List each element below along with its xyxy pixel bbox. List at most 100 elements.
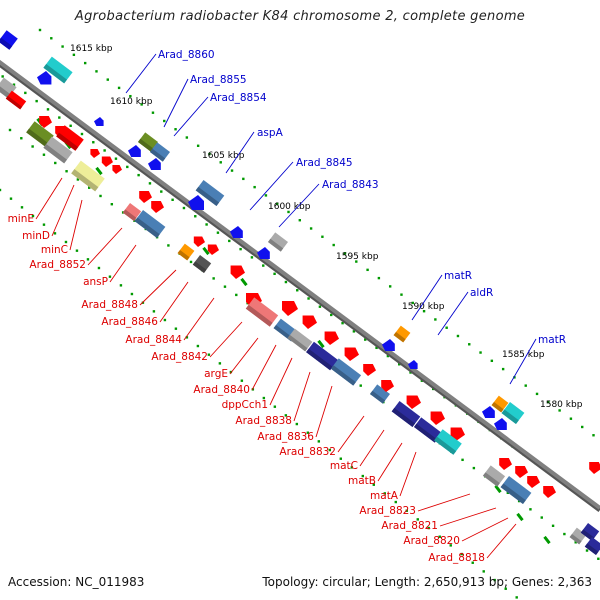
track-dot [540,516,543,519]
gene-label-forward: matR [444,270,472,282]
feature-body [43,136,73,164]
feature-shade [569,533,582,545]
leader-line [183,297,215,341]
track-dot [445,326,448,329]
feature-shade [122,209,137,222]
scale-label: 1590 kbp [402,302,445,312]
leader-line [509,338,537,385]
feature-box [482,465,506,487]
track-dot [343,252,347,255]
track-dot [223,285,227,288]
track-dot [240,379,244,382]
track-dot [350,466,354,469]
feature-arrow [543,486,556,498]
track-dot [216,231,220,234]
track-dot [239,247,242,251]
leader-line [439,507,497,527]
feature-body [245,297,279,327]
gene-label-forward: Arad_8860 [158,49,215,61]
gene-label-forward: Arad_8843 [322,179,379,191]
track-dot [296,289,299,292]
track-dot [364,338,367,341]
feature-arrow [499,458,512,470]
track-dot [547,400,550,404]
feature-shade [0,85,11,99]
feature-arrow [408,360,418,369]
track-dot [46,108,50,111]
track-dot [171,198,174,202]
feature-body [134,209,166,239]
feature-body [150,142,170,162]
feature-body [287,328,313,352]
track-dot [196,144,200,147]
track-dot [372,483,375,486]
track-dot [152,310,156,313]
feature-arrow [450,427,465,441]
feature-arrow [101,156,113,167]
track-dot [103,149,106,152]
track-dot [506,491,510,495]
feature-arrow [527,476,540,488]
track-dot [108,275,112,278]
feature-body [26,121,54,147]
feature-shade [0,37,13,50]
track-dot [196,344,200,348]
feature-box [245,297,279,327]
track-dot [377,276,381,280]
feature-box [122,202,142,222]
feature-shade [501,409,519,425]
track-dot [31,214,35,218]
track-dot [151,111,155,114]
track-dot [114,157,118,160]
track-dot [80,132,84,136]
track-dot [137,173,140,177]
feature-box [43,136,73,164]
track-dot [284,280,288,284]
feature-shade [71,169,99,192]
track-dot [524,384,527,387]
track-dot [597,557,600,560]
track-dot [482,570,485,573]
track-dot [140,103,143,106]
track-dot [53,232,57,235]
feature-box [501,401,525,425]
track-dot [472,466,476,470]
track-dot [456,334,460,338]
track-dot [251,388,255,391]
track-dot [535,392,539,396]
scale-label: 1610 kbp [110,97,153,107]
leader-line [486,523,517,559]
track-dot [307,297,310,300]
leader-line [249,161,294,211]
track-dot [332,243,335,247]
track-dot [42,153,46,156]
track-dot [449,544,452,547]
feature-box [177,243,195,261]
feature-arrow [381,380,394,392]
feature-shade [414,423,438,443]
track-dot [218,362,222,365]
gene-label-reverse: minE [8,213,34,225]
track-dot [160,190,163,193]
track-dot [501,367,505,371]
track-dot [504,587,507,590]
feature-body [43,56,73,84]
scale-label: 1595 kbp [336,252,379,262]
track-dot [174,327,178,330]
feature-box [5,90,27,110]
track-dot [208,152,211,156]
track-dot [129,94,132,98]
gene-label-reverse: Arad_8842 [151,351,208,363]
track-dot [163,318,167,322]
feature-shade [5,95,23,110]
feature-box [434,429,462,455]
feature-shade [150,148,166,162]
feature-arrow [94,117,104,126]
feature-shade [580,529,595,542]
track-dot [558,409,561,412]
track-dot [422,309,426,313]
track-dot [273,272,276,276]
gene-label-forward: Arad_8854 [210,92,267,104]
leader-line [173,96,209,137]
track-dot [242,177,245,181]
